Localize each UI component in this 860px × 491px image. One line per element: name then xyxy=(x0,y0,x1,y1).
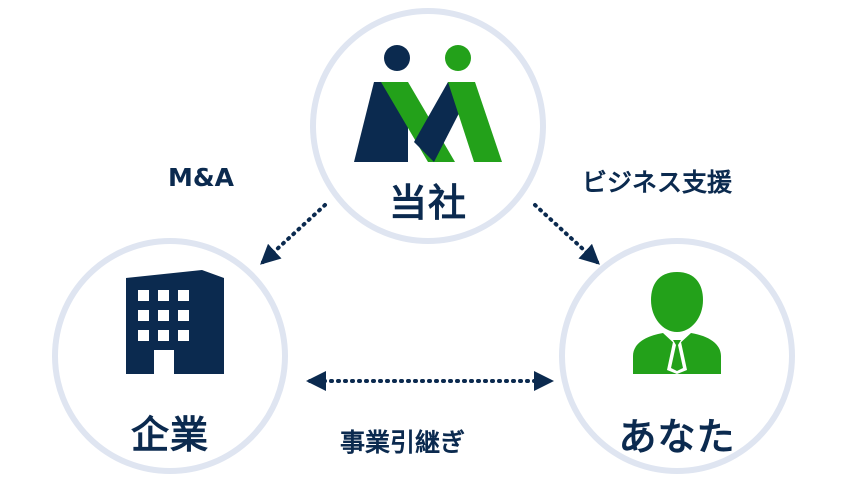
building-icon xyxy=(126,270,224,374)
edge-label-business-succession: 事業引継ぎ xyxy=(340,428,466,457)
arrow-us-to-you xyxy=(533,203,600,265)
edge-label-ma: M&A xyxy=(168,163,235,192)
node-our-company: 当社 xyxy=(310,8,546,244)
company-logo-icon xyxy=(354,45,502,162)
node-label-you: あなた xyxy=(618,415,736,459)
node-company: 企業 xyxy=(52,238,288,474)
node-label-our-company: 当社 xyxy=(388,181,467,225)
businessperson-icon xyxy=(633,272,721,374)
arrow-us-to-company xyxy=(260,203,327,265)
node-you: あなた xyxy=(559,238,795,474)
edge-label-business-support: ビジネス支援 xyxy=(582,168,733,197)
node-label-company: 企業 xyxy=(130,413,209,457)
